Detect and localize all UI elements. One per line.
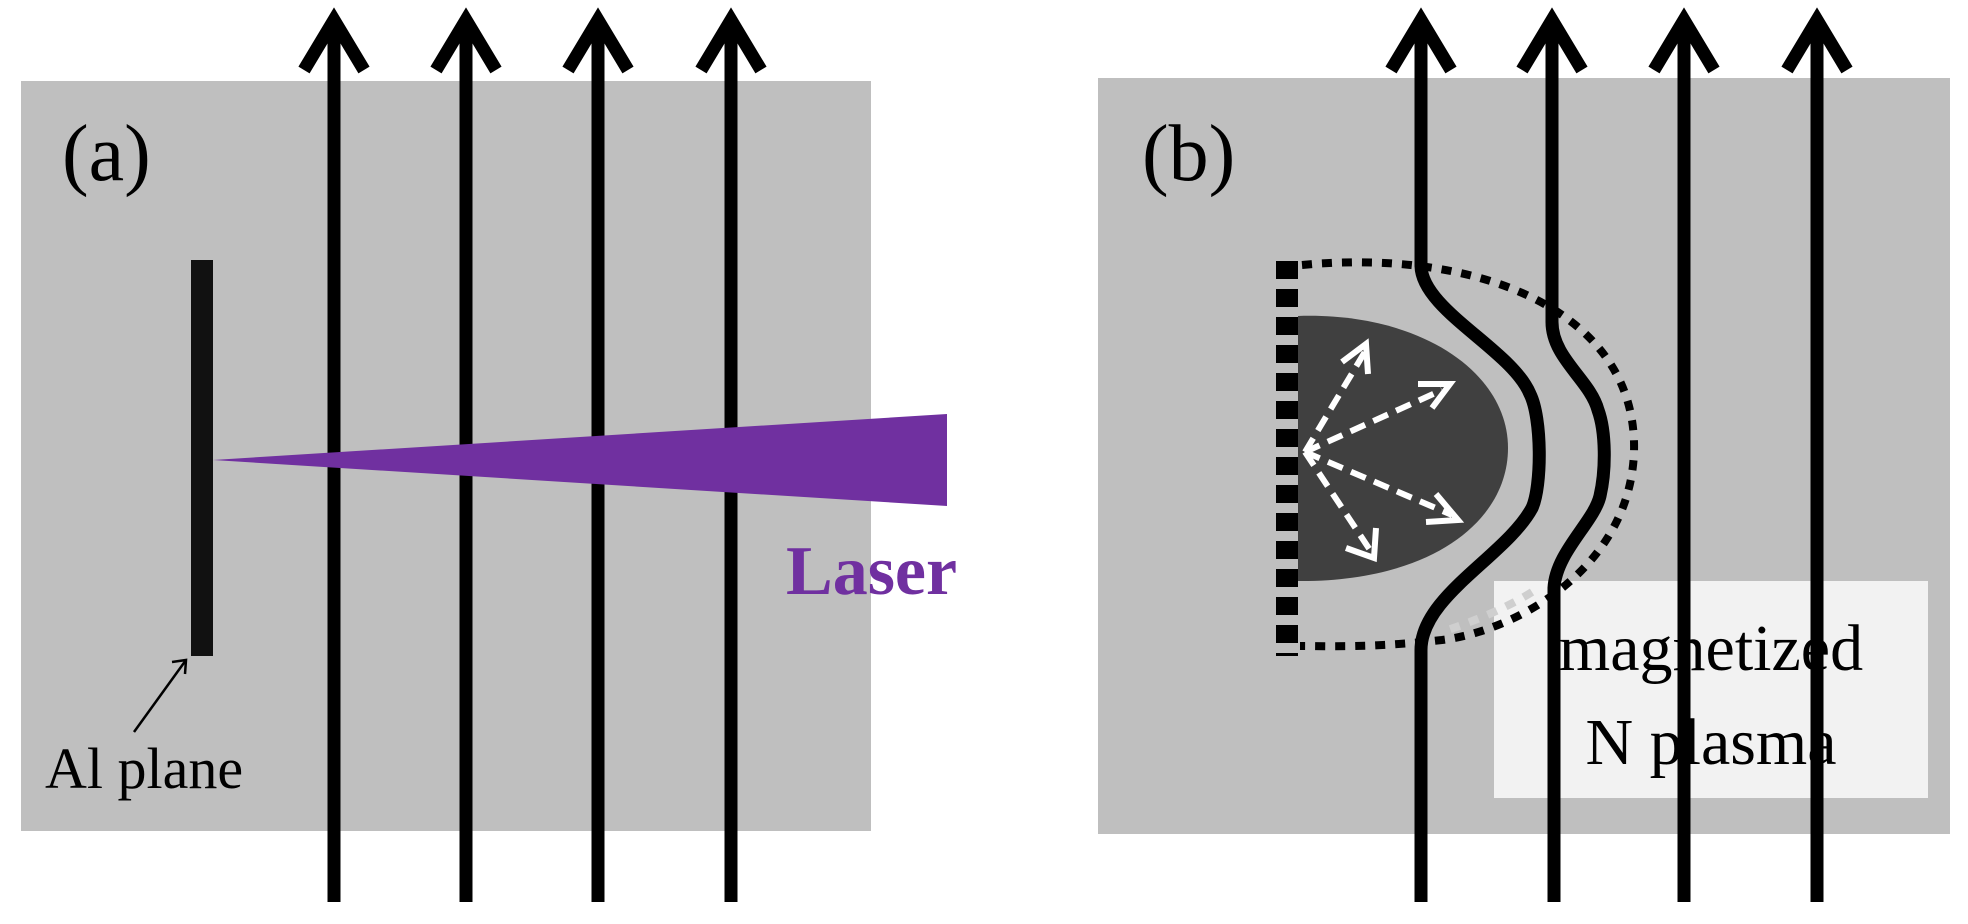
laser-beam bbox=[213, 414, 947, 506]
dashed-arrow-icon bbox=[1303, 387, 1444, 455]
up-arrow-icon bbox=[1648, 7, 1720, 74]
panel-a: (a) Al plane Laser bbox=[21, 7, 957, 902]
plasma-label-line2: N plasma bbox=[1585, 706, 1836, 779]
panel-b-label: (b) bbox=[1142, 110, 1235, 198]
dashed-arrow-icon bbox=[1340, 338, 1371, 375]
al-plane bbox=[191, 260, 213, 656]
dashed-arrow-icon bbox=[1303, 449, 1454, 518]
plasma-label-box bbox=[1494, 581, 1928, 798]
laser-label: Laser bbox=[786, 533, 957, 610]
al-plane-pointer bbox=[132, 658, 188, 733]
al-plane-label: Al plane bbox=[45, 736, 243, 801]
dashed-arrow-icon bbox=[1418, 381, 1456, 410]
up-arrow-icon bbox=[1781, 7, 1853, 74]
up-arrow-icon bbox=[1385, 7, 1457, 74]
dashed-arrow-icon bbox=[1302, 450, 1373, 552]
panel-b-field-lines bbox=[1385, 7, 1853, 902]
panel-a-label: (a) bbox=[62, 110, 151, 198]
up-arrow-icon bbox=[562, 7, 634, 74]
panel-b: (b) magnetized N plasma bbox=[1098, 7, 1950, 902]
dashed-arrow-icon bbox=[1344, 527, 1379, 563]
cavity-boundary-dotted-light bbox=[1440, 588, 1535, 636]
dashed-arrow-icon bbox=[1302, 348, 1369, 454]
expansion-arrow-heads bbox=[1340, 338, 1465, 563]
up-arrow-icon bbox=[695, 7, 767, 74]
dashed-arrow-icon bbox=[1425, 492, 1465, 525]
up-arrow-icon bbox=[430, 7, 502, 74]
up-arrow-icon bbox=[298, 7, 370, 74]
cavity-boundary-dotted bbox=[1299, 258, 1639, 651]
up-arrow-icon bbox=[1516, 7, 1588, 74]
expansion-arrows bbox=[1302, 348, 1454, 552]
field-line-b2 bbox=[1545, 28, 1611, 902]
field-line-b1 bbox=[1414, 28, 1546, 902]
plasma-label-line1: magnetized bbox=[1559, 612, 1863, 685]
